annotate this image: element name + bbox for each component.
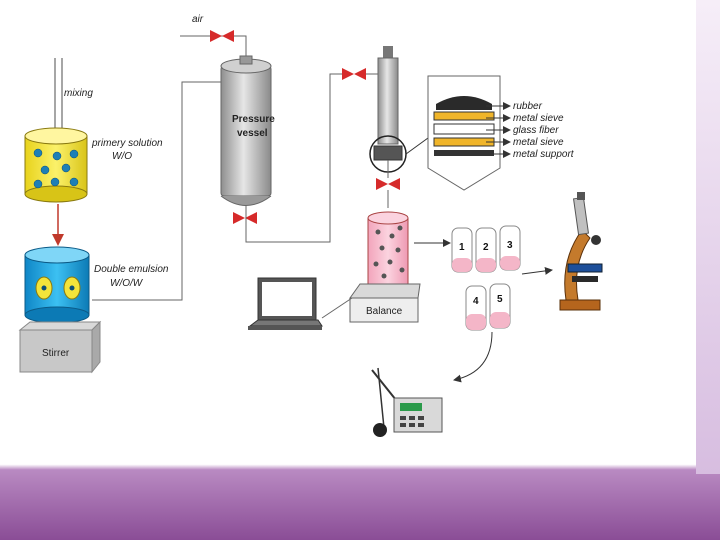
sample-tubes [451, 225, 521, 331]
tube-label-5: 5 [497, 294, 503, 305]
double-emulsion-beaker [24, 246, 90, 324]
tube-3 [499, 225, 521, 271]
valve-icon[interactable] [342, 68, 366, 80]
tube-label-2: 2 [483, 242, 489, 253]
stirrer-label: Stirrer [42, 348, 70, 359]
valve-icon[interactable] [376, 178, 400, 190]
valve-icon[interactable] [233, 212, 257, 224]
tube-1 [451, 227, 473, 273]
tube-2 [475, 227, 497, 273]
filter-housing-icon [427, 75, 501, 191]
double-emulsion-type-label: W/O/W [110, 278, 144, 289]
tube-label-1: 1 [459, 242, 465, 253]
layer-label-glass-fiber: glass fiber [513, 125, 559, 136]
laptop-cable [321, 297, 353, 319]
primary-solution-label: primery solution [91, 138, 163, 149]
balance-label: Balance [366, 306, 403, 317]
primary-solution-type-label: W/O [112, 151, 132, 162]
stirrer [18, 320, 102, 374]
mixing-label: mixing [64, 88, 93, 99]
air-label: air [192, 14, 204, 25]
to-microscope-arrow [521, 266, 553, 275]
vessel-outlet-line [245, 73, 342, 243]
pressure-vessel-label-2: vessel [237, 128, 268, 139]
laptop-icon [248, 277, 323, 330]
layer-label-metal-sieve-2: metal sieve [513, 137, 564, 148]
balance [349, 283, 421, 323]
ph-meter-icon [371, 367, 443, 437]
tube-label-4: 4 [473, 296, 479, 307]
valve-icon[interactable] [210, 30, 234, 42]
pressure-vessel [220, 55, 272, 206]
layer-label-rubber: rubber [513, 101, 543, 112]
collection-beaker [367, 211, 409, 285]
microscope-icon [559, 192, 603, 311]
zoom-pointer [405, 137, 429, 155]
to-meter-arrow [453, 331, 493, 383]
layer-label-metal-support: metal support [513, 149, 575, 160]
tube-4 [465, 285, 487, 331]
filter-column [369, 46, 407, 178]
tube-5 [489, 283, 511, 329]
slide-side-strip [696, 0, 720, 474]
tube-label-3: 3 [507, 240, 513, 251]
double-emulsion-label: Double emulsion [94, 264, 169, 275]
primary-solution-beaker [24, 127, 88, 203]
layer-label-metal-sieve: metal sieve [513, 113, 564, 124]
emulsion-feed-line [92, 81, 222, 301]
air-line [180, 35, 247, 58]
filter-layer-arrows [486, 102, 511, 158]
pressure-vessel-label: Pressure [232, 114, 275, 125]
